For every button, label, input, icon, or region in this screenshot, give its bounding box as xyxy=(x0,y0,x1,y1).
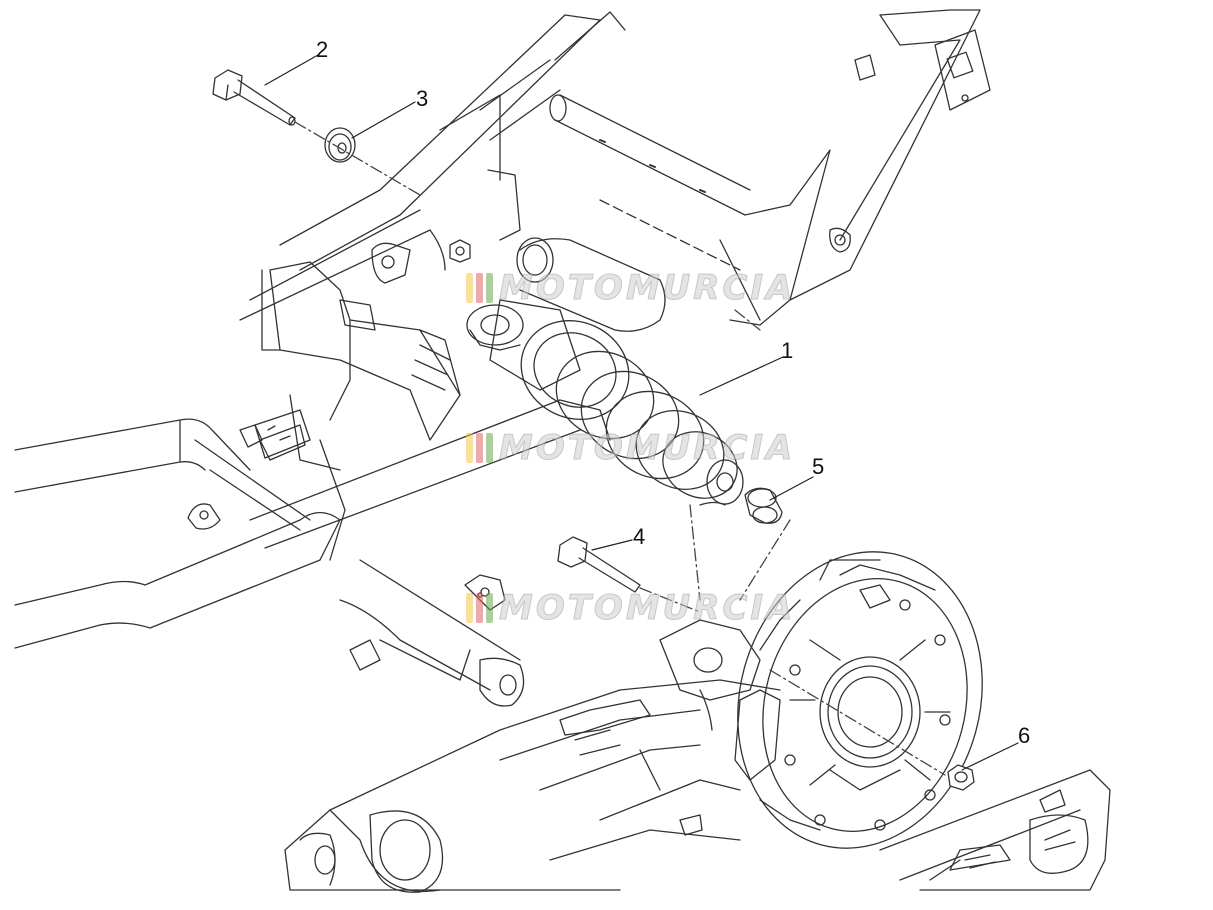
bolt-part-4 xyxy=(557,536,641,593)
watermark-text: MOTOMURCIA xyxy=(498,588,796,629)
frame-lower-left xyxy=(14,418,341,649)
watermark-top: MOTOMURCIA xyxy=(466,268,796,309)
callout-1: 1 xyxy=(781,338,793,363)
frame-central-bracket xyxy=(254,239,471,561)
callout-3: 3 xyxy=(416,86,428,111)
watermark-text: MOTOMURCIA xyxy=(498,268,796,309)
watermark-text: MOTOMURCIA xyxy=(498,428,796,469)
shock-absorber xyxy=(466,237,744,506)
watermark-logo-icon xyxy=(466,593,493,623)
swingarm xyxy=(284,619,781,893)
assembly-axis-lines xyxy=(294,121,946,776)
callout-5: 5 xyxy=(812,454,824,479)
frame-rear-subframe xyxy=(599,9,991,326)
bushing-part-5 xyxy=(744,487,783,524)
frame-lower-rail xyxy=(249,399,611,707)
callout-4: 4 xyxy=(633,524,645,549)
final-drive-housing xyxy=(734,551,983,849)
washer-part-3 xyxy=(324,127,356,163)
callout-2: 2 xyxy=(316,37,328,62)
watermark-logo-icon xyxy=(466,273,493,303)
frame-upper-rails xyxy=(239,11,751,321)
nut-part-6 xyxy=(947,764,975,791)
leader-lines xyxy=(264,54,1019,771)
watermark-logo-icon xyxy=(466,433,493,463)
watermark-bottom: MOTOMURCIA xyxy=(466,588,796,629)
bolt-part-2 xyxy=(212,69,296,126)
callout-6: 6 xyxy=(1018,723,1030,748)
watermark-middle: MOTOMURCIA xyxy=(466,428,796,469)
swingarm-right-arm xyxy=(879,769,1111,891)
